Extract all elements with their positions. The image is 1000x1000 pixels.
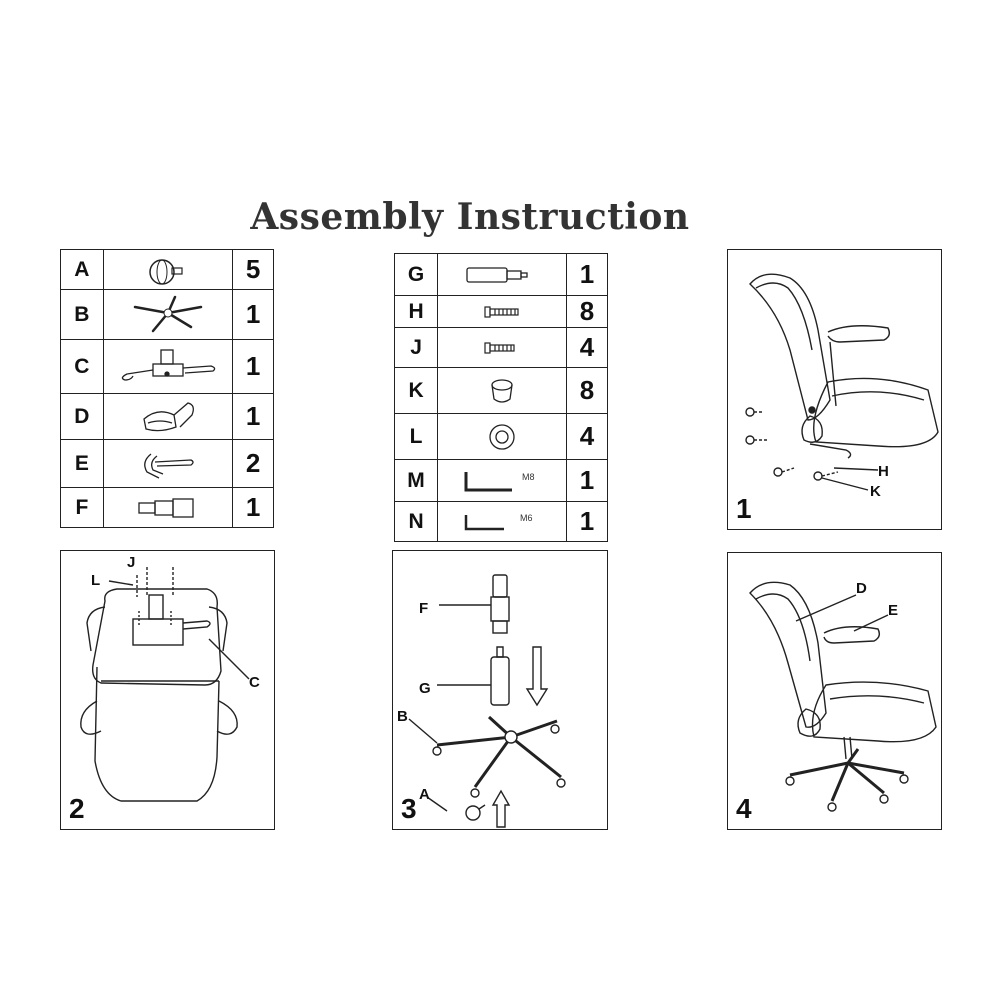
part-row-a: A 5 [60,249,274,290]
cap-icon [437,367,567,414]
parts-table-left: A 5 B 1 C 1 D 1 E [60,249,274,528]
key-size-label: M8 [522,472,535,482]
tilt-mechanism-icon [102,339,234,394]
part-qty: 8 [565,295,609,328]
callout-f: F [419,600,428,617]
callout-g: G [419,680,431,697]
step-number: 3 [401,793,417,824]
step-number: 4 [736,793,752,824]
gas-lift-icon [437,253,567,296]
callout-c: C [249,674,260,691]
completed-chair-diagram: D E [749,580,937,812]
step-4-panel: D E 4 [727,552,942,830]
part-qty: 1 [565,501,609,542]
part-row-e: E 2 [60,439,274,488]
armrest-icon [102,439,234,488]
seat-mechanism-diagram: L J C [80,554,260,802]
part-label: L [393,413,439,460]
part-row-f: F 1 [60,487,274,528]
washer-icon [437,413,567,460]
cylinder-cover-icon [102,487,234,528]
part-row-b: B 1 [60,289,274,340]
part-qty: 8 [565,367,609,414]
part-row-l: L 4 [393,413,609,460]
part-qty: 2 [232,439,274,488]
callout-j: J [127,554,135,571]
part-label: H [393,295,439,328]
part-qty: 5 [232,249,274,290]
short-bolt-icon [437,327,567,368]
callout-k: K [870,483,881,500]
part-row-k: K 8 [393,367,609,414]
part-label: J [393,327,439,368]
callout-b: B [397,708,408,725]
seat-back-icon [102,393,234,440]
step-3-panel: F G B A 3 [392,550,608,830]
base-assembly-diagram: F G B A [397,574,566,828]
chair-armrest-diagram: H K [745,273,939,500]
part-label: M [393,459,439,502]
part-qty: 4 [565,413,609,460]
part-qty: 1 [232,339,274,394]
part-qty: 1 [565,253,609,296]
part-label: A [60,249,104,290]
allen-key-m8-icon: M8 [437,459,567,502]
star-base-icon [102,289,234,340]
part-label: F [60,487,104,528]
part-row-j: J 4 [393,327,609,368]
caster-wheel-icon [102,249,234,290]
part-label: E [60,439,104,488]
part-label: D [60,393,104,440]
part-row-c: C 1 [60,339,274,394]
part-label: G [393,253,439,296]
key-size-label: M6 [520,513,533,523]
part-label: N [393,501,439,542]
page-title: Assembly Instruction [250,196,690,238]
step-number: 2 [69,793,85,824]
part-qty: 1 [232,393,274,440]
part-label: B [60,289,104,340]
part-row-m: M M8 1 [393,459,609,502]
callout-d: D [856,580,867,597]
callout-h: H [878,463,889,480]
step-number: 1 [736,493,752,524]
callout-l: L [91,572,100,589]
part-row-g: G 1 [393,253,609,296]
part-row-d: D 1 [60,393,274,440]
part-row-n: N M6 1 [393,501,609,542]
part-qty: 4 [565,327,609,368]
parts-table-right: G 1 H 8 J 4 K 8 L [393,253,609,542]
step-1-panel: H K 1 [727,249,942,530]
callout-a: A [419,786,430,803]
part-qty: 1 [232,289,274,340]
long-bolt-icon [437,295,567,328]
part-label: K [393,367,439,414]
callout-e: E [888,602,898,619]
part-row-h: H 8 [393,295,609,328]
part-label: C [60,339,104,394]
step-2-panel: L J C 2 [60,550,275,830]
part-qty: 1 [232,487,274,528]
part-qty: 1 [565,459,609,502]
allen-key-m6-icon: M6 [437,501,567,542]
